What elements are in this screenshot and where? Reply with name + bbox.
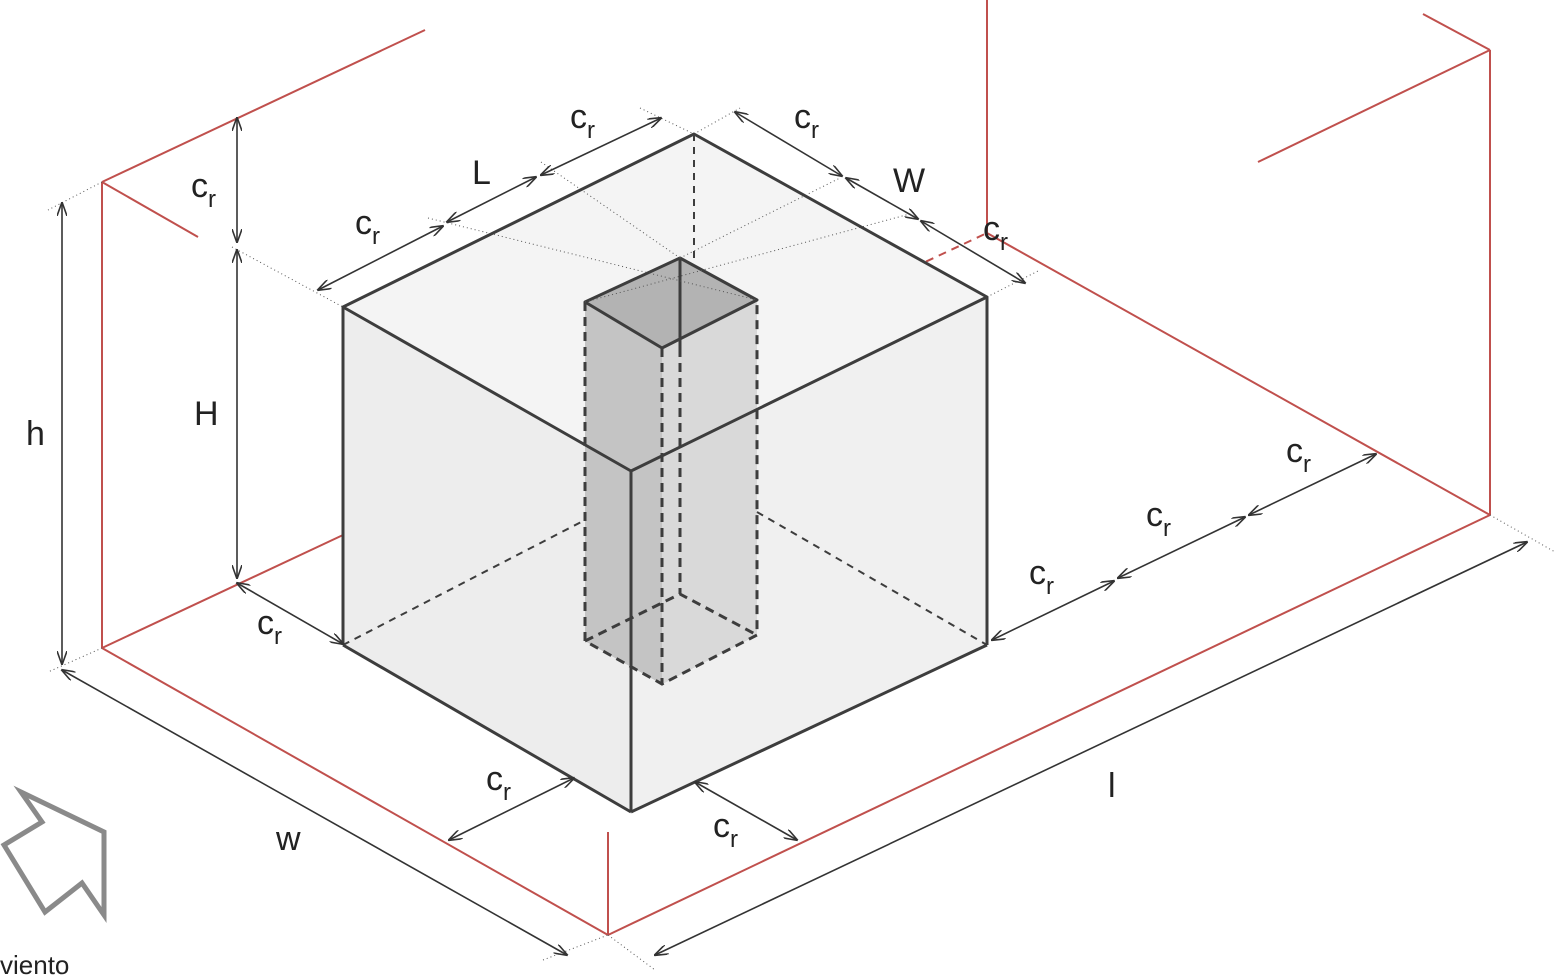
label-cr-top-w2: cr [983, 210, 1008, 256]
dimension-arrows [62, 112, 1527, 955]
wind-label: viento [0, 950, 69, 978]
label-h: h [26, 415, 45, 453]
dimension-labels: L W H h w l cr cr cr cr cr cr cr cr cr c… [26, 98, 1311, 858]
label-cr-front-right: cr [713, 807, 738, 853]
wind-indicator: viento [0, 785, 107, 978]
label-W: W [893, 162, 925, 200]
label-H: H [194, 395, 219, 433]
label-l: l [1108, 767, 1116, 805]
label-w: w [275, 820, 301, 858]
label-L: L [472, 154, 491, 192]
label-cr-top-l1: cr [355, 204, 380, 250]
chimney-front-left-face [585, 302, 662, 684]
wind-direction-arrow-icon [0, 785, 107, 924]
label-cr-top-left: cr [191, 167, 216, 213]
label-cr-right-1: cr [1029, 554, 1054, 600]
chimney-top-face [585, 258, 757, 348]
label-cr-right-2: cr [1146, 496, 1171, 542]
label-cr-left: cr [257, 604, 282, 650]
label-cr-right-3: cr [1286, 432, 1311, 478]
chimney [583, 256, 759, 686]
label-cr-top-l2: cr [570, 98, 595, 144]
chimney-front-right-face [662, 300, 757, 684]
label-cr-front-left: cr [486, 760, 511, 806]
label-cr-top-w1: cr [794, 98, 819, 144]
